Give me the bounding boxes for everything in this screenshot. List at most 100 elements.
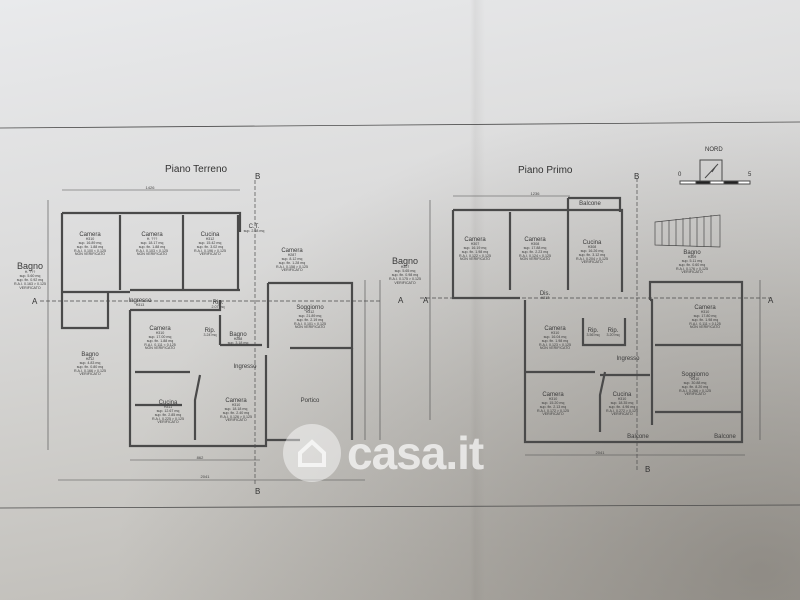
room-detail: H. ??? [24, 270, 36, 275]
room-label: Dis.H317 [540, 291, 550, 301]
room-name: Soggiorno [681, 372, 709, 378]
room-detail: NON VERIFICATO [136, 252, 168, 257]
room-detail: sup. 5.11 mq [681, 259, 703, 264]
room-detail: H212 [85, 357, 95, 362]
room-detail: VERIFICATO [542, 412, 564, 417]
room-detail: sup. 16.26 mq [580, 249, 604, 254]
room-detail: sup. 21.89 mq [298, 314, 322, 319]
room-label: Balcone [627, 434, 649, 440]
watermark: casa.it [283, 424, 484, 482]
room-detail: H. ??? [146, 237, 158, 242]
room-detail: R.A.I. 0.126 > 0.125 [219, 414, 253, 419]
room-label: C.T.sup. 2.68 mq [244, 224, 265, 234]
room-detail: sup. fin. 0.92 mq [16, 277, 44, 282]
room-detail: R.A.I. 0.111 < 0.125 [144, 342, 176, 347]
room-detail: VERIFICATO [281, 268, 303, 273]
room-detail: sup. fin. 4.96 mq [608, 404, 636, 409]
room-detail: sup. fin. 1.98 mq [461, 249, 489, 254]
room-label: Portico [301, 398, 320, 404]
room-label: Ingresso [233, 364, 256, 370]
section-b-marker-top: B [255, 172, 261, 181]
room-name: Cucina [582, 240, 602, 246]
room-detail: H307 [470, 242, 480, 247]
room-detail: sup. fin. 2.23 mq [521, 249, 549, 254]
room-name: Rip. [607, 328, 619, 334]
room-name: Camera [544, 326, 566, 332]
room-detail: VERIFICATO [199, 252, 221, 257]
room-detail: sup. fin. 2.85 mq [154, 412, 182, 417]
room-detail: R.A.I. 0.166 > 0.125 [73, 368, 107, 373]
room-detail: H310 [231, 403, 241, 408]
section-b-marker-bottom: B [255, 487, 261, 496]
room-detail: R.A.I. 0.123 < 0.125 [538, 342, 572, 347]
room-detail: sup. fin. 2.19 mq [296, 317, 324, 322]
room-detail: sup. 16.89 mq [78, 241, 102, 246]
room-detail: sup. fin. 1.88 mq [138, 244, 166, 249]
room-detail: sup. 30.88 mq [683, 381, 707, 386]
room-label: Balcone [714, 434, 736, 440]
section-a-marker-right: A [768, 296, 774, 305]
room-name: Rip. [204, 328, 216, 334]
ground-floor-walls [60, 211, 354, 448]
room-detail: sup. 12.67 mq [156, 409, 180, 414]
room-label: Rip.3.20 mq [607, 328, 620, 338]
room-detail: sup. fin. 0.60 mq [678, 262, 706, 267]
room-detail: VERIFICATO [79, 372, 101, 377]
room-detail: H312 [205, 237, 215, 242]
room-label: Rip.3.24 mq [204, 328, 217, 338]
room-detail: H317 [540, 296, 550, 301]
room-detail: sup. fin. 2.13 mq [539, 404, 567, 409]
first-floor-title: Piano Primo [518, 165, 573, 176]
room-detail: R.A.I. 0.101 < 0.125 [293, 321, 327, 326]
room-detail: sup. 17.80 mq [693, 314, 717, 319]
room-detail: H311 [163, 405, 173, 410]
watermark-text: casa.it [347, 427, 484, 479]
room-name: Balcone [627, 434, 649, 440]
room-detail: 3.56 mq [586, 333, 600, 338]
room-label: Balcone [579, 201, 601, 207]
room-name: Bagno [16, 261, 44, 271]
dimension-label: 2041 [200, 474, 210, 479]
room-name: Camera [225, 398, 247, 404]
house-logo-icon [283, 424, 341, 482]
room-detail: VERIFICATO [19, 285, 41, 290]
room-detail: R.A.I. 0.163 > 0.125 [13, 281, 47, 286]
room-name: Bagno [391, 256, 419, 266]
room-detail: sup. fin. 1.88 mq [76, 244, 104, 249]
room-detail: H310 [690, 377, 700, 382]
room-detail: sup. fin. 3.12 mq [578, 252, 606, 257]
room-name: Camera [542, 392, 564, 398]
room-name: Camera [464, 237, 486, 243]
room-detail: sup. fin. 2.40 mq [222, 410, 250, 415]
room-detail: sup. fin. 1.28 mq [278, 260, 306, 265]
room-name: Camera [79, 232, 101, 238]
room-detail: R.A.I. 0.225 > 0.125 [151, 416, 185, 421]
room-detail: sup. 18.17 mq [140, 241, 164, 246]
stairs [654, 214, 721, 248]
room-detail: sup. 18.18 mq [224, 407, 248, 412]
sheet-border-bottom [0, 504, 800, 509]
room-detail: NON VERIFICATO [519, 257, 551, 262]
room-detail: sup. fin. 1.98 mq [541, 338, 569, 343]
room-name: Soggiorno [296, 305, 324, 311]
room-detail: NON VERIFICATO [689, 325, 721, 330]
room-detail: VERIFICATO [225, 418, 247, 423]
room-detail: H313 [135, 303, 145, 308]
room-detail: H310 [155, 331, 165, 336]
room-name: Camera [524, 237, 546, 243]
scale-end: 5 [748, 172, 752, 178]
room-name: C.T. [248, 224, 260, 230]
